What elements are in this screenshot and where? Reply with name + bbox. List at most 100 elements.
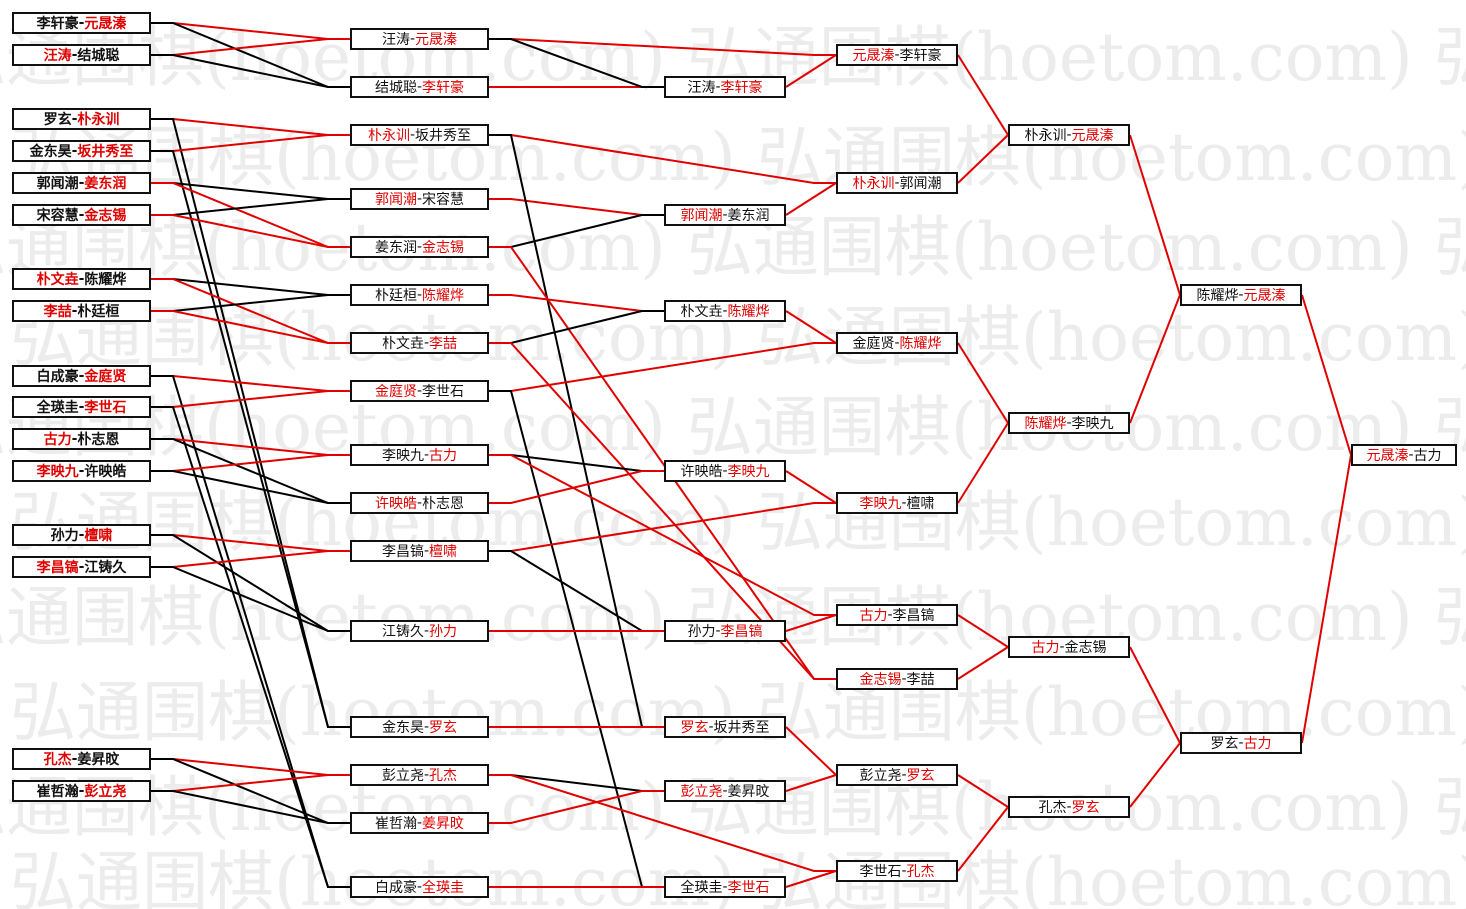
separator: - (1066, 799, 1072, 815)
winner-line (785, 182, 837, 216)
match-box: 孔杰-罗玄 (1008, 796, 1130, 818)
winner-line (785, 54, 837, 88)
separator: - (78, 175, 85, 191)
player-name: 李映九 (859, 496, 902, 512)
separator: - (416, 879, 423, 895)
winner-line (489, 198, 664, 216)
player-name: 元晟溱 (415, 32, 458, 48)
separator: - (416, 79, 423, 95)
player-name: 李昌镐 (720, 624, 763, 640)
separator: - (715, 79, 721, 95)
player-name: 孙力 (687, 624, 716, 640)
match-box: 古力-李昌镐 (836, 604, 958, 626)
player-name: 李喆 (429, 336, 458, 352)
player-name: 陈耀烨 (1196, 288, 1239, 304)
match-box: 罗玄-朴永训 (12, 108, 151, 130)
match-box: 陈耀烨-李映九 (1008, 412, 1130, 434)
player-name: 许映皓 (680, 464, 723, 480)
player-name: 元晟溱 (1366, 448, 1409, 464)
separator: - (78, 271, 85, 287)
match-box: 孙力-李昌镐 (664, 620, 786, 642)
player-name: 姜东润 (84, 176, 127, 192)
separator: - (423, 623, 430, 639)
winner-line (489, 790, 664, 824)
player-name: 姜东润 (374, 240, 417, 256)
separator: - (894, 335, 900, 351)
player-name: 结城聪 (77, 48, 120, 64)
player-name: 汪涛 (43, 48, 72, 64)
match-box: 彭立尧-姜昇旼 (664, 780, 786, 802)
loser-line (151, 406, 350, 888)
match-box: 朴文垚-陈耀烨 (12, 268, 151, 290)
player-name: 金庭贤 (84, 369, 127, 385)
loser-line (489, 390, 664, 888)
separator: - (1238, 287, 1244, 303)
match-box: 陈耀烨-元晟溱 (1180, 284, 1302, 306)
separator: - (722, 783, 728, 799)
player-name: 古力 (1243, 736, 1272, 752)
player-name: 罗玄 (680, 720, 709, 736)
player-name: 宋容慧 (36, 208, 79, 224)
loser-line (489, 774, 664, 792)
winner-line (1129, 742, 1181, 808)
match-box: 汪涛-李轩豪 (664, 76, 786, 98)
separator: - (423, 543, 430, 559)
separator: - (1238, 735, 1244, 751)
winner-line (785, 870, 837, 888)
player-name: 坂井秀至 (77, 144, 134, 160)
player-name: 彭立尧 (680, 784, 723, 800)
match-box: 汪涛-元晟溱 (350, 28, 489, 50)
player-name: 罗玄 (906, 768, 935, 784)
match-box: 李映九-许映皓 (12, 460, 151, 482)
winner-line (1301, 294, 1352, 456)
match-box: 金庭贤-陈耀烨 (836, 332, 958, 354)
separator: - (901, 495, 907, 511)
player-name: 元晟溱 (852, 48, 895, 64)
player-name: 朴永训 (367, 128, 410, 144)
player-name: 郭闻潮 (374, 192, 417, 208)
winner-line (489, 294, 664, 312)
separator: - (901, 863, 907, 879)
match-box: 郭闻潮-宋容慧 (350, 188, 489, 210)
player-name: 罗玄 (429, 720, 458, 736)
player-name: 元晟溱 (84, 16, 127, 32)
separator: - (71, 303, 78, 319)
match-box: 金志锡-李喆 (836, 668, 958, 690)
separator: - (78, 399, 85, 415)
player-name: 崔哲瀚 (374, 816, 417, 832)
winner-line (489, 454, 836, 616)
match-box: 金庭贤-李世石 (350, 380, 489, 402)
match-box: 金东昊-坂井秀至 (12, 140, 151, 162)
player-name: 陈耀烨 (422, 288, 465, 304)
player-name: 李昌镐 (36, 560, 79, 576)
loser-line (489, 38, 664, 88)
player-name: 宋容慧 (422, 192, 465, 208)
winner-line (785, 470, 837, 504)
player-name: 彭立尧 (381, 768, 424, 784)
player-name: 古力 (43, 432, 72, 448)
loser-line (151, 54, 350, 88)
loser-line (489, 214, 664, 248)
winner-line (957, 342, 1009, 424)
separator: - (901, 767, 907, 783)
player-name: 姜东润 (727, 208, 770, 224)
player-name: 孔杰 (43, 752, 72, 768)
player-name: 元晟溱 (1071, 128, 1114, 144)
match-box: 姜东润-金志锡 (350, 236, 489, 258)
match-box: 朴永训-坂井秀至 (350, 124, 489, 146)
separator: - (722, 303, 728, 319)
separator: - (722, 207, 728, 223)
player-name: 李昌镐 (381, 544, 424, 560)
match-box: 白成豪-全瑛圭 (350, 876, 489, 898)
player-name: 罗玄 (1210, 736, 1239, 752)
match-box: 李映九-古力 (350, 444, 489, 466)
loser-line (151, 470, 350, 504)
separator: - (887, 607, 893, 623)
player-name: 金东昊 (29, 144, 72, 160)
match-box: 李映九-檀啸 (836, 492, 958, 514)
player-name: 陈耀烨 (727, 304, 770, 320)
separator: - (71, 47, 78, 63)
separator: - (1408, 447, 1414, 463)
winner-line (957, 774, 1009, 808)
